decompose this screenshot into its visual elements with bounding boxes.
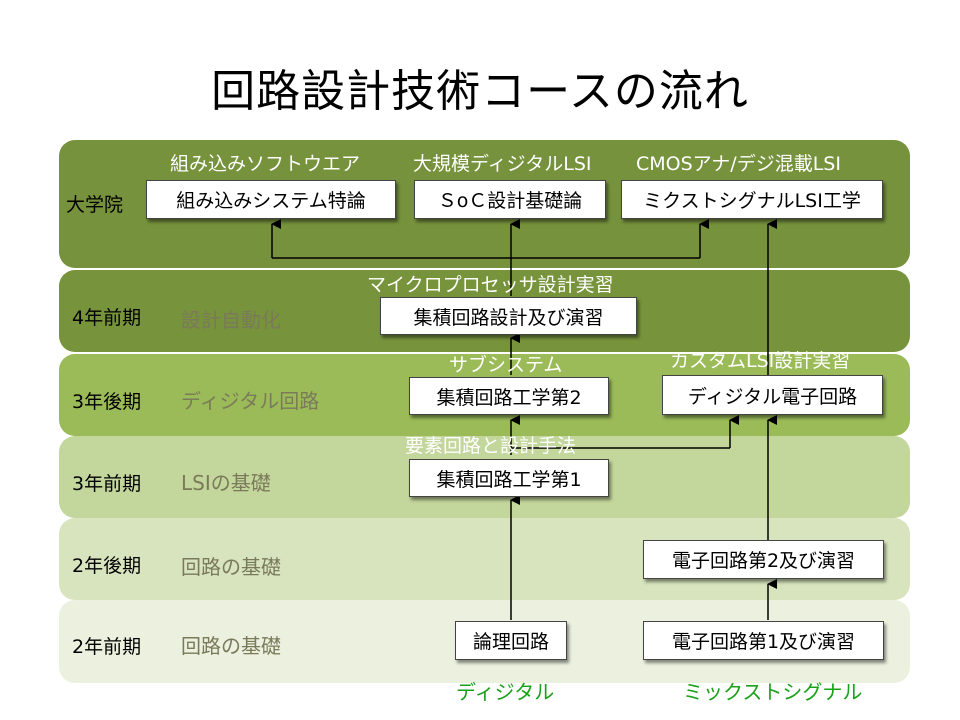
course-embedded: 組み込みシステム特論 bbox=[146, 180, 396, 219]
level-label-year3-second: 3年後期 bbox=[72, 391, 142, 413]
caption-soc: 大規模ディジタルLSI bbox=[413, 153, 592, 175]
topic-year4-first: 設計自動化 bbox=[181, 308, 281, 332]
course-soc: ＳoＣ設計基礎論 bbox=[414, 180, 606, 219]
level-label-year4-first: 4年前期 bbox=[72, 307, 142, 329]
caption-embedded: 組み込みソフトウエア bbox=[170, 153, 361, 175]
track-mixed-signal: ミックストシグナル bbox=[683, 680, 863, 704]
course-ic2: 集積回路工学第2 bbox=[409, 377, 609, 415]
track-digital: ディジタル bbox=[456, 680, 555, 704]
course-ec1: 電子回路第1及び演習 bbox=[643, 621, 884, 660]
topic-year2-second: 回路の基礎 bbox=[181, 555, 281, 579]
level-label-year2-first: 2年前期 bbox=[72, 636, 142, 658]
caption-ic-design: マイクロプロセッサ設計実習 bbox=[367, 274, 614, 296]
topic-year3-first: LSIの基礎 bbox=[181, 471, 271, 495]
course-ic1: 集積回路工学第1 bbox=[409, 459, 609, 497]
caption-ic1: 要素回路と設計手法 bbox=[405, 435, 577, 457]
course-logic: 論理回路 bbox=[455, 621, 567, 660]
course-digital-elec: ディジタル電子回路 bbox=[662, 375, 883, 415]
topic-year2-first: 回路の基礎 bbox=[181, 634, 281, 658]
caption-mixed: CMOSアナ/デジ混載LSI bbox=[636, 153, 841, 175]
caption-digital-elec: カスタムLSI設計実習 bbox=[670, 350, 851, 372]
course-ic-design: 集積回路設計及び演習 bbox=[380, 297, 637, 335]
level-label-year2-second: 2年後期 bbox=[72, 555, 142, 577]
level-label-year3-first: 3年前期 bbox=[72, 473, 142, 495]
caption-ic2: サブシステム bbox=[449, 354, 563, 376]
topic-year3-second: ディジタル回路 bbox=[181, 389, 320, 413]
page-title: 回路設計技術コースの流れ bbox=[211, 66, 749, 117]
level-label-graduate: 大学院 bbox=[66, 194, 124, 216]
course-mixed: ミクストシグナルLSI工学 bbox=[621, 180, 883, 219]
course-ec2: 電子回路第2及び演習 bbox=[643, 540, 884, 579]
